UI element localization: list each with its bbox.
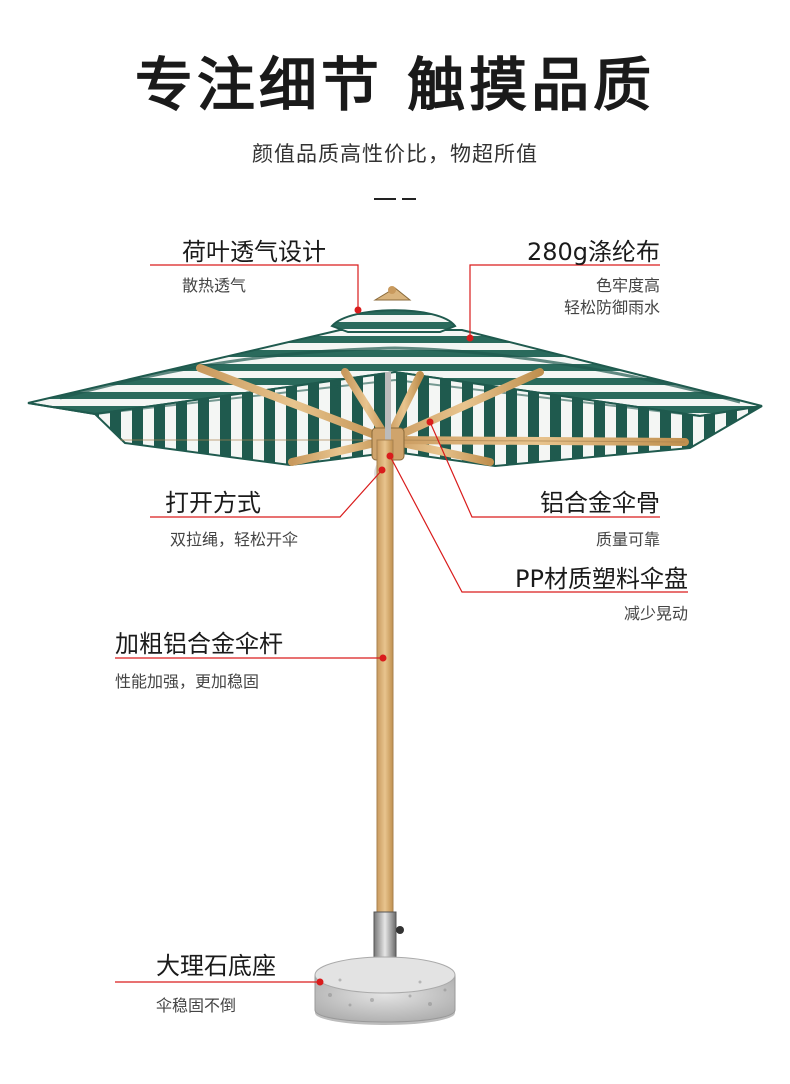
callout-base-title: 大理石底座: [156, 952, 276, 980]
callout-hub-title: PP材质塑料伞盘: [515, 565, 688, 593]
callout-fabric-desc1: 色牢度高: [595, 276, 660, 295]
leader-ribs: [429, 421, 660, 518]
callout-vent-desc: 散热透气: [182, 276, 247, 295]
callout-fabric-title: 280g涤纶布: [526, 238, 660, 266]
page-subtitle: 颜值品质高性价比，物超所值: [252, 142, 538, 166]
callout-ribs-desc: 质量可靠: [595, 530, 660, 549]
leader-fabric: [469, 264, 660, 338]
callout-vent-title: 荷叶透气设计: [182, 238, 326, 266]
callout-ribs-title: 铝合金伞骨: [540, 489, 660, 517]
leader-vent: [150, 264, 359, 310]
leader-hub: [389, 455, 688, 593]
page-title: 专注细节 触摸品质: [134, 51, 656, 119]
callout-open-desc: 双拉绳，轻松开伞: [170, 530, 299, 549]
callout-fabric-desc2: 轻松防御雨水: [563, 298, 660, 317]
leader-open: [150, 469, 383, 518]
divider-dash-right: [402, 198, 416, 200]
pole: [376, 439, 394, 919]
divider-dash-left: [374, 198, 396, 200]
vent-cap: [330, 309, 457, 333]
callout-hub-desc: 减少晃动: [623, 604, 688, 623]
callout-pole-desc: 性能加强，更加稳固: [115, 672, 260, 691]
callout-open-title: 打开方式: [165, 489, 261, 517]
callout-pole-title: 加粗铝合金伞杆: [115, 630, 283, 658]
callout-base-desc: 伞稳固不倒: [156, 996, 237, 1015]
